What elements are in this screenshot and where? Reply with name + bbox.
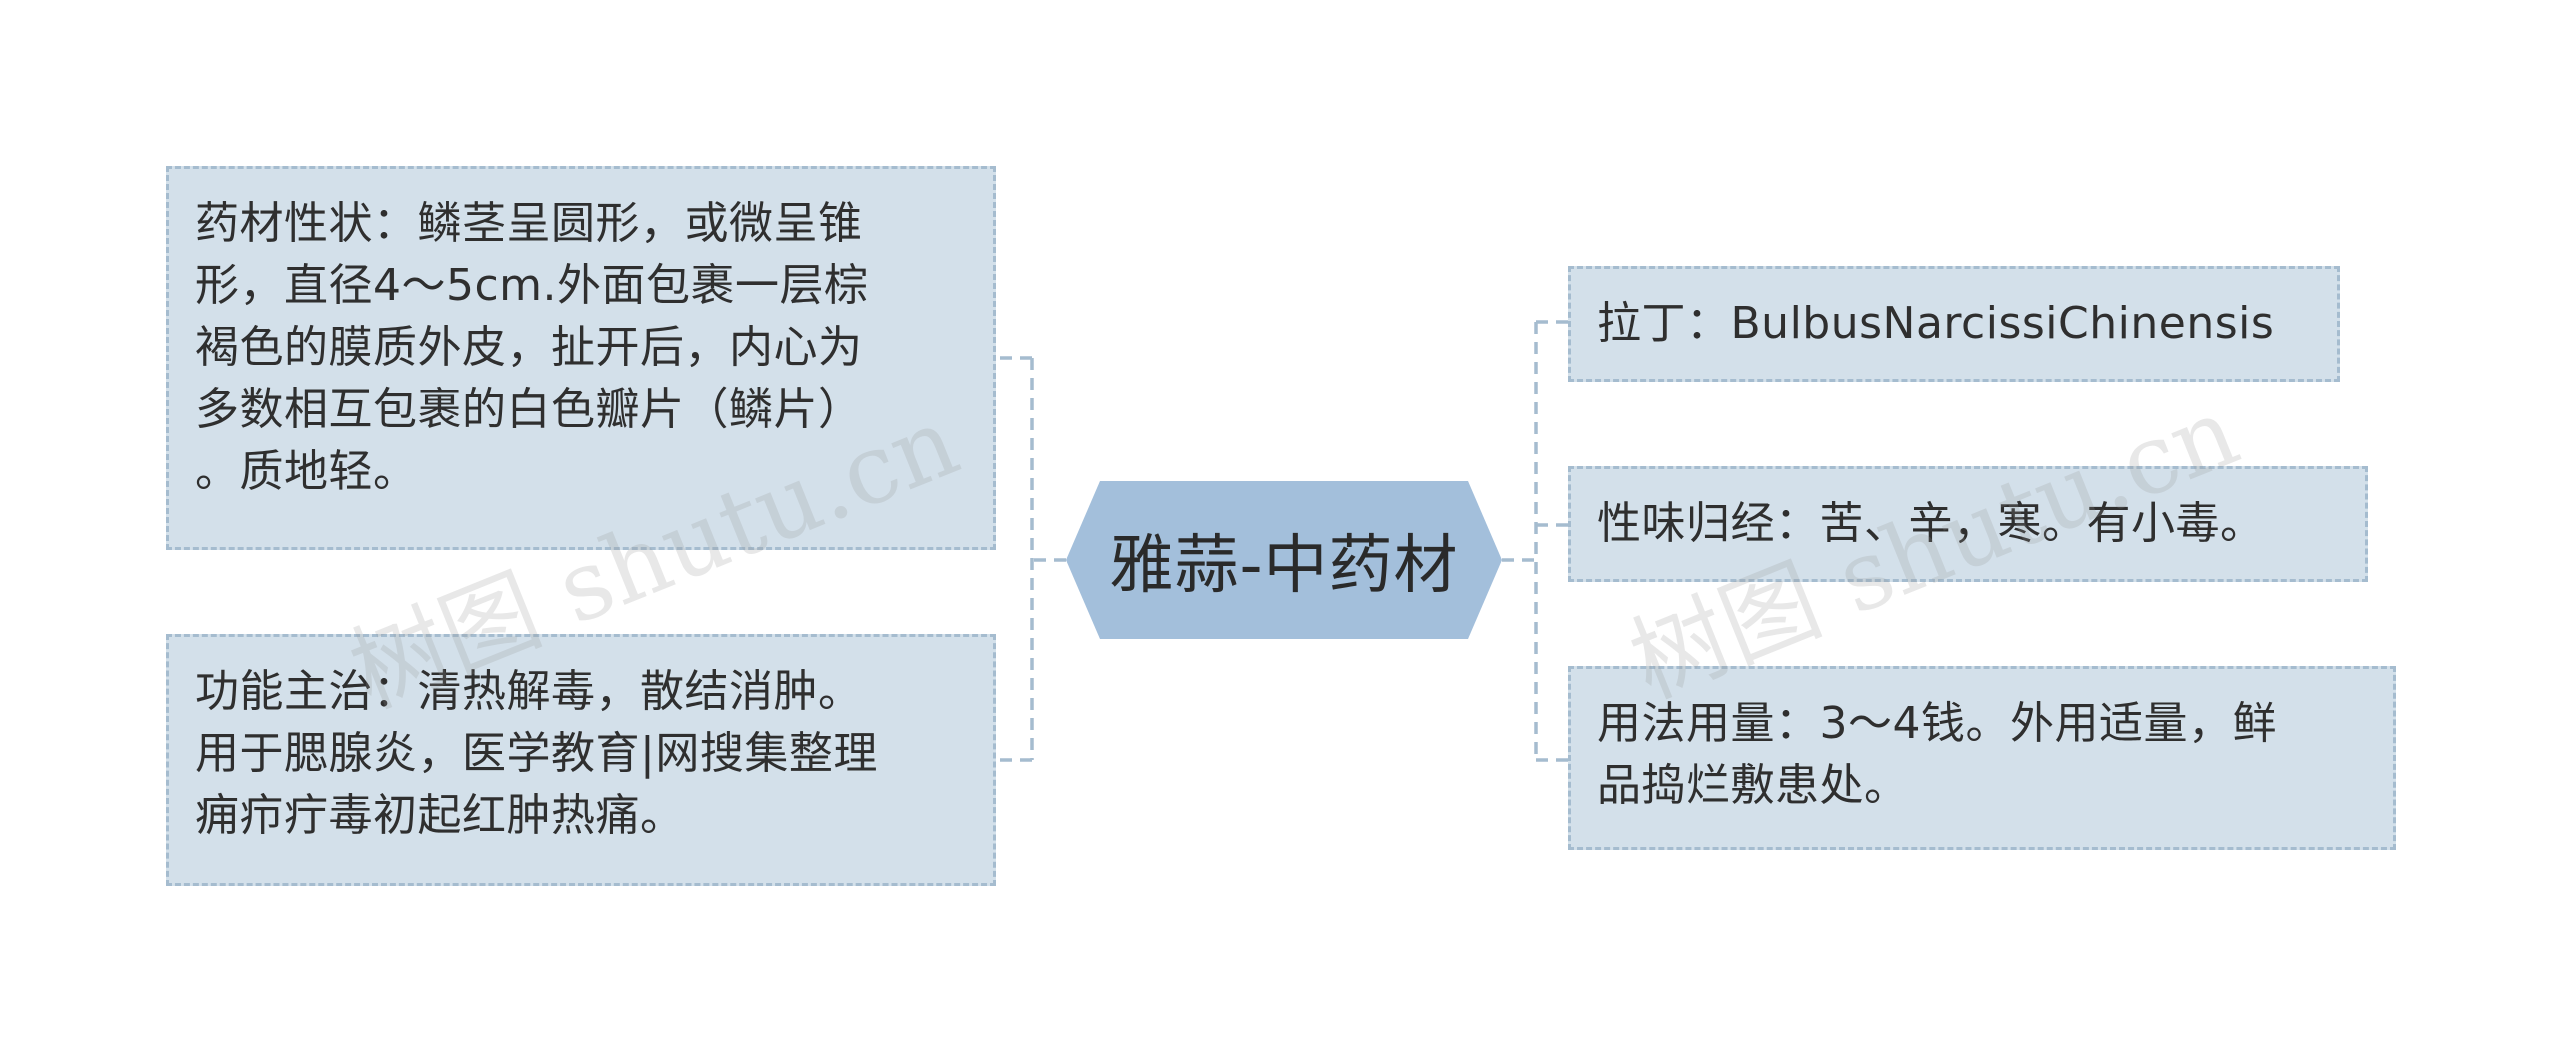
center-hexagon <box>1066 481 1502 639</box>
node-function-line: 功能主治：清热解毒，散结消肿。 <box>195 666 863 717</box>
node-latin-line: 拉丁：BulbusNarcissiChinensis <box>1597 298 2275 349</box>
center-title: 雅蒜-中药材 <box>1109 529 1459 603</box>
node-traits-line: 褐色的膜质外皮，扯开后，内心为 <box>195 322 863 373</box>
node-traits-line: 形，直径4～5cm.外面包裹一层棕 <box>195 260 869 311</box>
node-latin[interactable]: 拉丁：BulbusNarcissiChinensis <box>1568 266 2340 382</box>
node-function[interactable]: 功能主治：清热解毒，散结消肿。 用于腮腺炎，医学教育|网搜集整理 痈疖疔毒初起红… <box>166 634 996 886</box>
node-traits[interactable]: 药材性状：鳞茎呈圆形，或微呈锥 形，直径4～5cm.外面包裹一层棕 褐色的膜质外… <box>166 166 996 550</box>
center-node[interactable]: 雅蒜-中药材 <box>1066 481 1502 639</box>
node-usage-line: 品捣烂敷患处。 <box>1597 760 1909 811</box>
node-traits-line: 。质地轻。 <box>195 446 418 497</box>
node-usage[interactable]: 用法用量：3～4钱。外用适量，鲜 品捣烂敷患处。 <box>1568 666 2396 850</box>
node-usage-line: 用法用量：3～4钱。外用适量，鲜 <box>1597 698 2277 749</box>
node-nature-line: 性味归经：苦、辛，寒。有小毒。 <box>1597 498 2265 549</box>
node-traits-line: 多数相互包裹的白色瓣片（鳞片） <box>195 384 863 435</box>
node-function-line: 痈疖疔毒初起红肿热痛。 <box>195 790 685 841</box>
node-function-line: 用于腮腺炎，医学教育|网搜集整理 <box>195 728 878 779</box>
node-nature[interactable]: 性味归经：苦、辛，寒。有小毒。 <box>1568 466 2368 582</box>
node-traits-line: 药材性状：鳞茎呈圆形，或微呈锥 <box>195 198 863 249</box>
